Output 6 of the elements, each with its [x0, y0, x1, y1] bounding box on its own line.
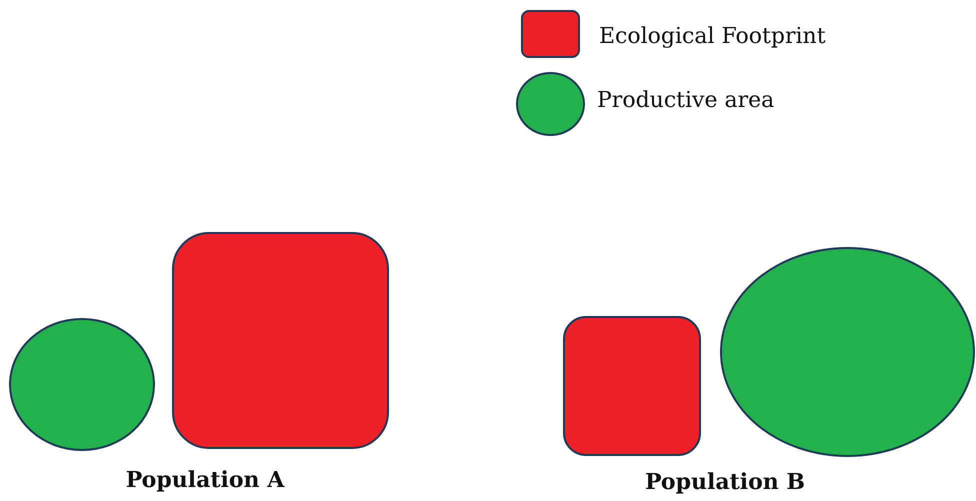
legend-label: Ecological Footprint	[599, 24, 826, 49]
rounded-square-shape	[172, 232, 389, 449]
rounded-square-shape	[563, 316, 701, 456]
group-caption: Population B	[644, 469, 806, 495]
legend-label: Productive area	[597, 88, 774, 113]
group-caption: Population A	[126, 467, 284, 493]
